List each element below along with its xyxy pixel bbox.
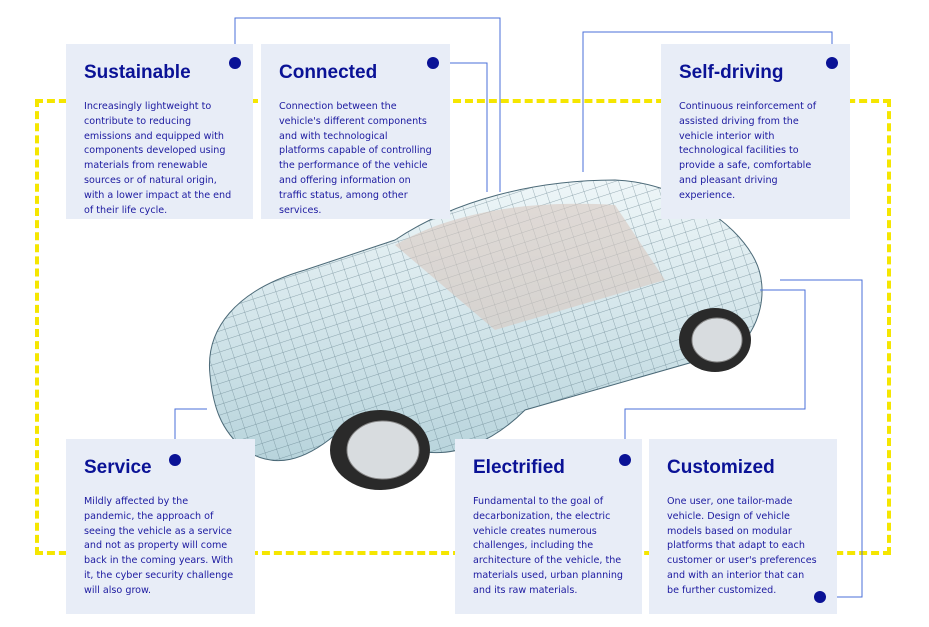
card-customized: Customized One user, one tailor-made veh… xyxy=(649,439,837,614)
wireframe-car-image xyxy=(208,179,763,490)
card-text: Continuous reinforcement of assisted dri… xyxy=(679,101,817,201)
card-service: Service Mildly affected by the pandemic,… xyxy=(66,439,255,614)
card-text: Increasingly lightweight to contribute t… xyxy=(84,101,232,216)
card-text: Connection between the vehicle's differe… xyxy=(279,101,432,216)
card-sustainable: Sustainable Increasingly lightweight to … xyxy=(66,44,253,219)
card-title: Customized xyxy=(667,457,775,478)
card-title: Self-driving xyxy=(679,62,784,83)
card-title: Electrified xyxy=(473,457,565,478)
front-wheel xyxy=(330,410,430,490)
card-connected: Connected Connection between the vehicle… xyxy=(261,44,450,219)
card-title: Sustainable xyxy=(84,62,191,83)
card-text: Fundamental to the goal of decarbonizati… xyxy=(473,496,624,596)
card-electrified: Electrified Fundamental to the goal of d… xyxy=(455,439,642,614)
rear-wheel xyxy=(679,308,751,372)
card-title: Service xyxy=(84,457,152,478)
card-self-driving: Self-driving Continuous reinforcement of… xyxy=(661,44,850,219)
card-text: One user, one tailor-made vehicle. Desig… xyxy=(667,496,817,596)
card-text: Mildly affected by the pandemic, the app… xyxy=(84,496,234,596)
card-title: Connected xyxy=(279,62,378,83)
